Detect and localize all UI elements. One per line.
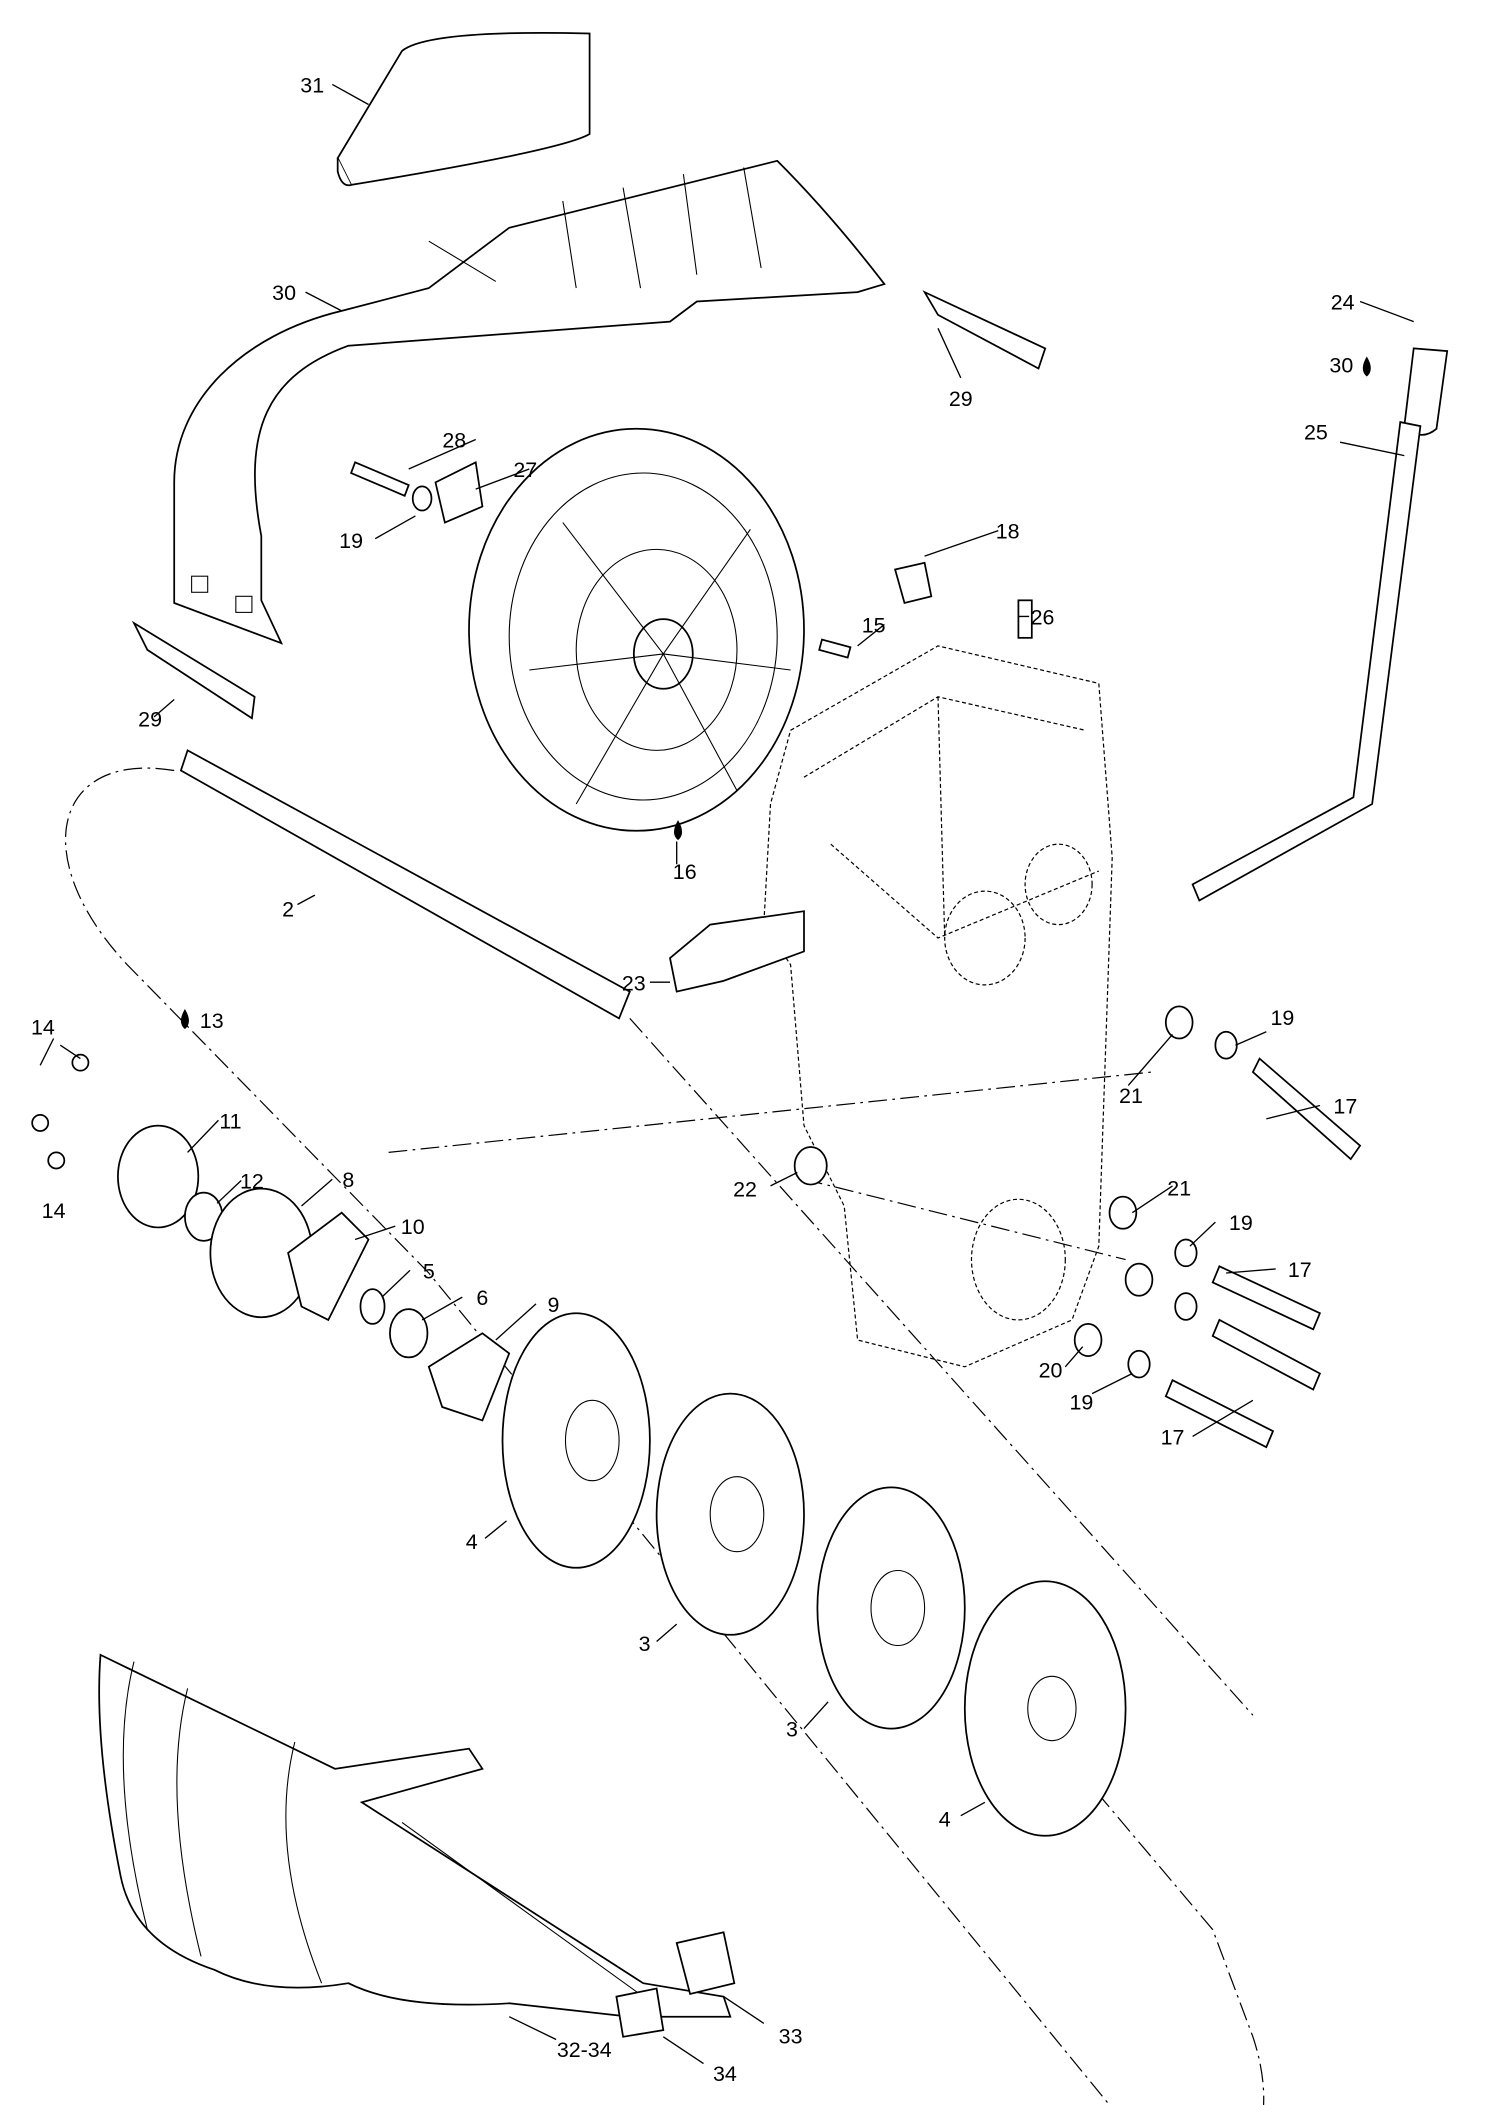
callout-8: 8 [342, 1168, 354, 1192]
callout-30: 30 [1329, 354, 1353, 378]
callout-11: 11 [219, 1109, 241, 1133]
part-15-key[interactable] [818, 638, 852, 659]
callout-4: 4 [466, 1530, 478, 1554]
callout-31: 31 [300, 73, 324, 97]
part-34-clip[interactable] [615, 1987, 665, 2038]
callout-17: 17 [1288, 1258, 1312, 1282]
callout-13: 13 [200, 1009, 224, 1033]
part-28-bolt[interactable] [349, 461, 410, 497]
part-driven-pulley[interactable] [468, 427, 805, 832]
part-6-seal[interactable] [389, 1308, 429, 1359]
callout-16: 16 [673, 860, 697, 884]
part-19-washer[interactable] [411, 485, 433, 512]
callout-6: 6 [476, 1286, 488, 1310]
callout-labels: 31 30 29 24 30 25 28 27 19 18 15 26 29 1… [31, 73, 1357, 2086]
part-25-crank-handle[interactable] [1191, 421, 1422, 902]
callout-29: 29 [138, 707, 162, 731]
callout-14: 14 [31, 1015, 55, 1039]
oil-drop-icon [674, 820, 683, 841]
hardware-right [793, 1005, 1362, 1449]
callout-26: 26 [1031, 605, 1055, 629]
part-4-sprocket[interactable] [501, 1312, 651, 1569]
part-31-decal-plate[interactable] [336, 32, 591, 187]
part-18-bracket[interactable] [894, 561, 933, 605]
callout-3: 3 [786, 1718, 798, 1742]
callout-30: 30 [272, 281, 296, 305]
callout-34: 34 [713, 2062, 737, 2086]
callout-20: 20 [1039, 1359, 1063, 1383]
axis-line [388, 1017, 1254, 1716]
callout-4: 4 [939, 1807, 951, 1831]
callout-9: 9 [547, 1293, 559, 1317]
callout-19: 19 [1270, 1006, 1294, 1030]
callout-19: 19 [1069, 1391, 1093, 1415]
part-4-end-wheel[interactable] [963, 1580, 1127, 1837]
track-path-line [65, 767, 1265, 2105]
oil-drop-icon [1362, 356, 1371, 377]
part-14-nut[interactable] [31, 1114, 50, 1132]
callout-18: 18 [996, 520, 1020, 544]
callout-33: 33 [779, 2024, 803, 2048]
part-30-belt-guard[interactable] [173, 159, 886, 645]
part-gearbox-housing[interactable] [669, 645, 1113, 1368]
callout-5: 5 [423, 1259, 435, 1283]
part-14-nut[interactable] [71, 1053, 90, 1072]
part-27-bushing[interactable] [434, 460, 484, 524]
callout-15: 15 [862, 613, 886, 637]
callout-21: 21 [1119, 1084, 1143, 1108]
callout-21: 21 [1167, 1176, 1191, 1200]
part-11-bearing-housing[interactable] [117, 1124, 200, 1229]
part-33-clip[interactable] [675, 1931, 736, 1995]
callout-17: 17 [1333, 1095, 1357, 1119]
callout-23: 23 [622, 971, 646, 995]
part-10-gasket[interactable] [287, 1211, 370, 1322]
callout-22: 22 [733, 1178, 757, 1202]
callout-29: 29 [949, 387, 973, 411]
part-29-strip-right[interactable] [922, 290, 1047, 370]
part-26-pin[interactable] [1017, 599, 1033, 639]
part-24-handle-grip[interactable] [1403, 347, 1449, 436]
callout-32-34: 32-34 [557, 2038, 612, 2062]
callout-28: 28 [442, 429, 466, 453]
callout-3: 3 [639, 1632, 651, 1656]
callout-27: 27 [513, 458, 537, 482]
part-14-nut[interactable] [47, 1151, 66, 1170]
callout-12: 12 [240, 1170, 264, 1194]
part-3-sprocket[interactable] [655, 1392, 805, 1636]
part-5-ring[interactable] [359, 1288, 386, 1325]
part-29-strip-left[interactable] [131, 620, 256, 720]
part-2-drive-shaft[interactable] [179, 749, 631, 1020]
callout-19: 19 [1229, 1211, 1253, 1235]
callout-17: 17 [1161, 1426, 1185, 1450]
callout-14: 14 [42, 1199, 66, 1223]
callout-24: 24 [1331, 291, 1355, 315]
part-3-sprocket[interactable] [816, 1486, 966, 1730]
part-9-flange[interactable] [427, 1332, 511, 1422]
callout-25: 25 [1304, 421, 1328, 445]
oil-drop-icon [180, 1009, 189, 1030]
callout-10: 10 [401, 1215, 425, 1239]
leader-lines [39, 83, 1414, 2065]
callout-2: 2 [282, 898, 294, 922]
part-32-34-track[interactable] [98, 1653, 732, 2018]
callout-19: 19 [339, 529, 363, 553]
